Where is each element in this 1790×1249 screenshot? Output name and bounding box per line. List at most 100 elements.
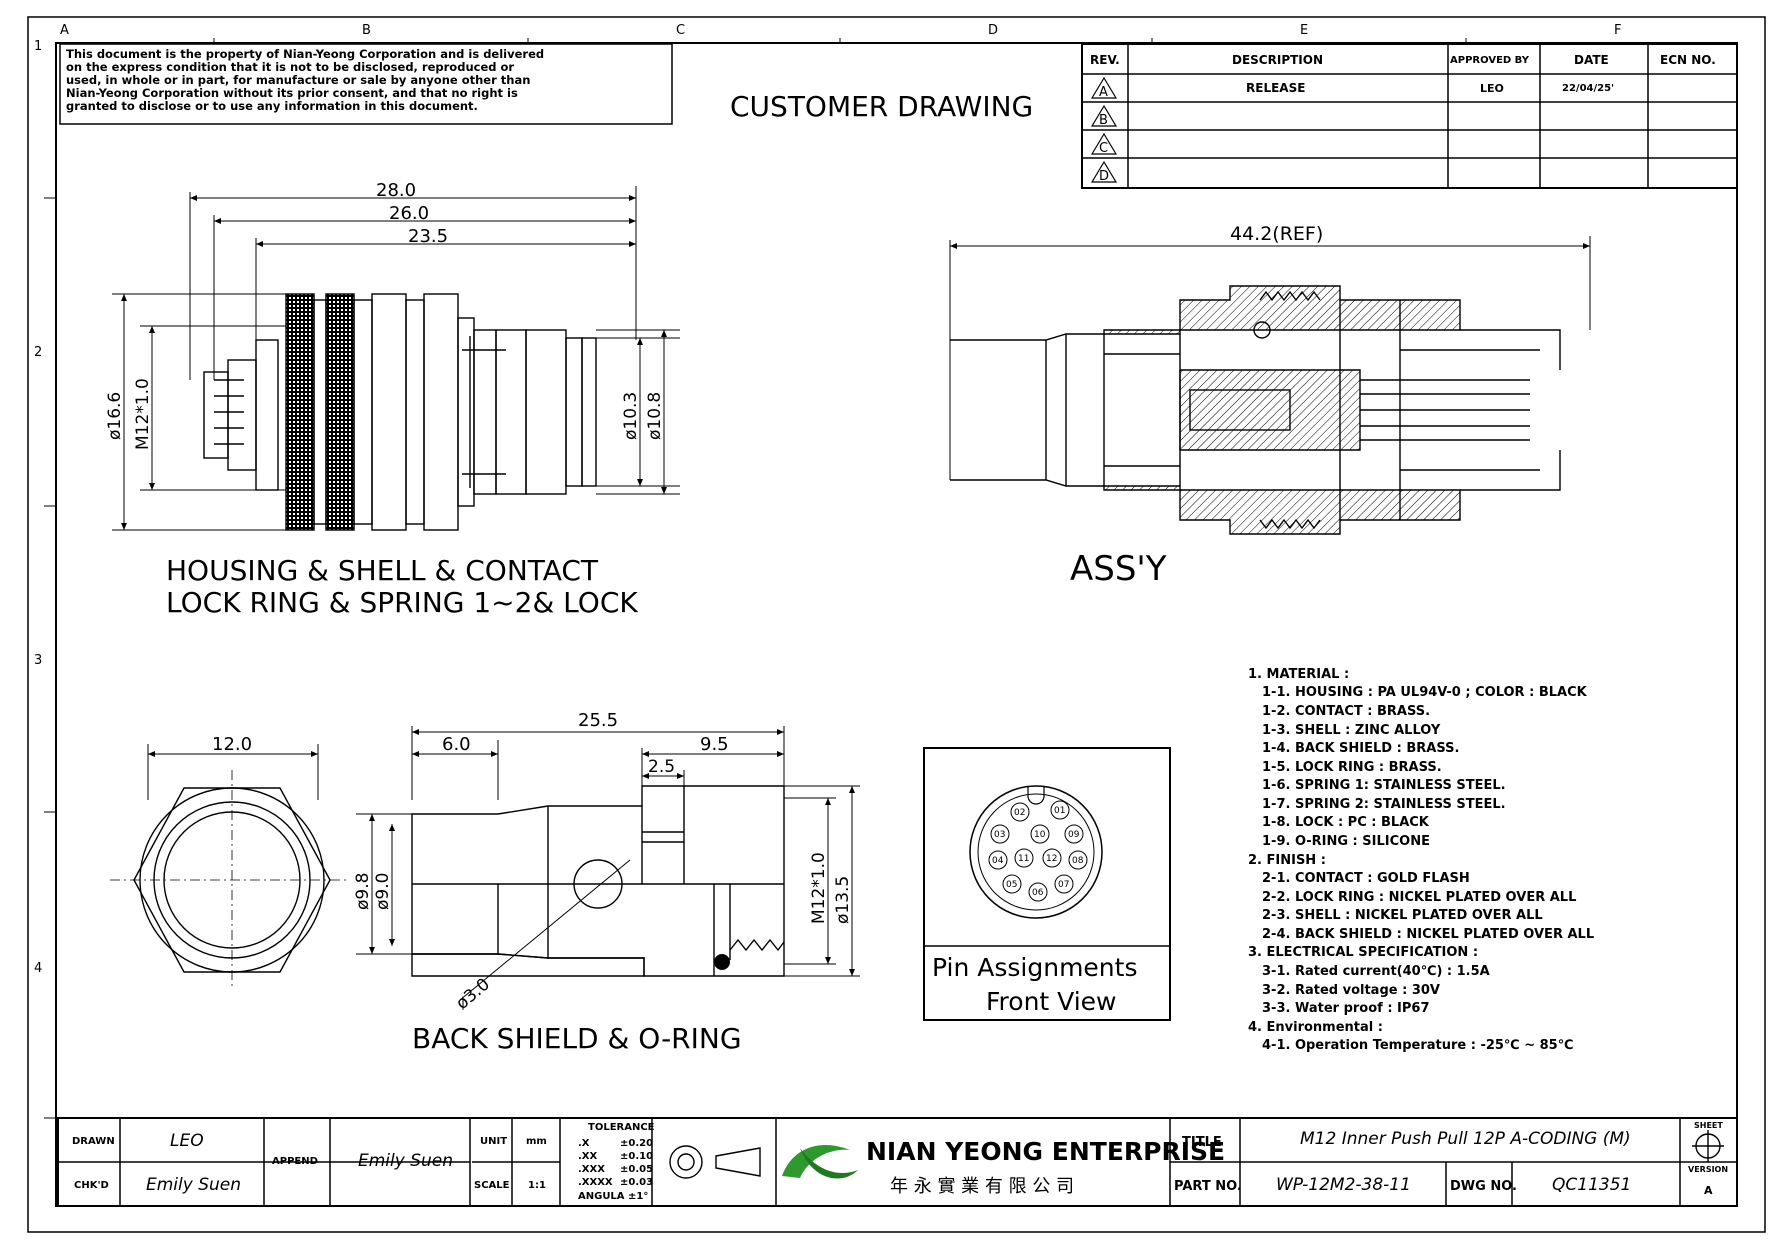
- assembly-body: [950, 285, 1561, 535]
- scale-value: 1:1: [528, 1180, 546, 1191]
- assembly-dim-44-2: 44.2(REF): [1230, 223, 1323, 245]
- note-13: 2-3. SHELL : NICKEL PLATED OVER ALL: [1262, 908, 1543, 923]
- pin-11: 11: [1014, 848, 1034, 868]
- rev-c-letter: C: [1099, 141, 1108, 156]
- tol-key-2: .XXX: [578, 1164, 605, 1175]
- pin-01: 01: [1050, 800, 1070, 820]
- unit-value: mm: [526, 1136, 547, 1147]
- tol-val-1: ±0.10: [620, 1151, 653, 1162]
- dim-dia-3: ø3.0: [452, 974, 494, 1013]
- rev-row-d: D: [1090, 160, 1118, 184]
- note-5: 1-5. LOCK RING : BRASS.: [1262, 760, 1442, 775]
- pin-05: 05: [1002, 874, 1022, 894]
- zone-col-e: E: [1300, 23, 1308, 38]
- zone-col-a: A: [60, 23, 69, 38]
- rev-row-a: A RELEASE LEO 22/04/25': [1090, 76, 1614, 100]
- note-0: 1. MATERIAL :: [1248, 667, 1349, 682]
- zone-col-b: B: [362, 23, 371, 38]
- note-17: 3-2. Rated voltage : 30V: [1262, 983, 1440, 998]
- dim-m12: M12*1.0: [133, 378, 153, 450]
- zone-row-2: 2: [34, 345, 42, 360]
- pin-08: 08: [1068, 850, 1088, 870]
- rev-header-ecn: ECN NO.: [1660, 53, 1716, 67]
- dim-dia-13-5: ø13.5: [833, 876, 853, 924]
- rev-header-rev: REV.: [1090, 53, 1120, 67]
- note-7: 1-7. SPRING 2: STAINLESS STEEL.: [1262, 797, 1506, 812]
- hex-nut-view: 12.0: [110, 734, 350, 990]
- note-2: 1-2. CONTACT : BRASS.: [1262, 704, 1430, 719]
- note-12: 2-2. LOCK RING : NICKEL PLATED OVER ALL: [1262, 890, 1576, 905]
- version-value: A: [1704, 1184, 1713, 1197]
- dwg-label: DWG NO.: [1450, 1179, 1517, 1194]
- housing-body: [203, 293, 597, 531]
- svg-text:08: 08: [1072, 856, 1084, 866]
- housing-view: 28.0 26.0 23.5 ø16.6 M12*1.0 ø10.3 ø10.8: [105, 180, 680, 619]
- svg-text:09: 09: [1068, 830, 1080, 840]
- zone-col-d: D: [988, 23, 998, 38]
- dim-dia-9-8: ø9.8: [353, 873, 373, 910]
- zone-row-4: 4: [34, 961, 42, 976]
- note-6: 1-6. SPRING 1: STAINLESS STEEL.: [1262, 778, 1506, 793]
- note-20: 4-1. Operation Temperature : -25℃ ~ 85℃: [1262, 1038, 1573, 1053]
- note-15: 3. ELECTRICAL SPECIFICATION :: [1248, 945, 1478, 960]
- pin-03: 03: [990, 824, 1010, 844]
- dim-dia-10-3: ø10.3: [621, 392, 641, 440]
- rev-a-letter: A: [1099, 85, 1108, 100]
- pin-caption-2: Front View: [986, 987, 1117, 1016]
- notice-line-3: used, in whole or in part, for manufactu…: [66, 73, 530, 87]
- dim-25-5: 25.5: [578, 710, 618, 731]
- note-16: 3-1. Rated current(40℃) : 1.5A: [1262, 964, 1490, 979]
- back-shield-view: 25.5 6.0 9.5 2.5 ø9.8 ø9.0 M12*1.0 ø13.5…: [353, 710, 860, 1055]
- header-title: CUSTOMER DRAWING: [730, 90, 1033, 123]
- part-value: WP-12M2-38-11: [1276, 1175, 1411, 1195]
- dim-9-5: 9.5: [700, 734, 729, 755]
- svg-text:05: 05: [1006, 880, 1017, 890]
- pin-09: 09: [1064, 824, 1084, 844]
- svg-text:01: 01: [1054, 806, 1065, 816]
- assembly-caption: ASS'Y: [1070, 549, 1167, 589]
- housing-caption-2: LOCK RING & SPRING 1~2& LOCK: [166, 586, 638, 619]
- append-value: Emily Suen: [358, 1151, 453, 1171]
- pin-assignment-view: 01 02 03 04 05 06 07 08 09 10 11 12 Pin …: [923, 747, 1171, 1021]
- zone-columns: A B C D E F: [60, 23, 1621, 44]
- dim-m12-shield: M12*1.0: [809, 852, 829, 924]
- back-shield-body: [411, 785, 785, 977]
- note-3: 1-3. SHELL : ZINC ALLOY: [1262, 723, 1441, 738]
- svg-text:06: 06: [1032, 888, 1044, 898]
- tol-val-4: ±1°: [628, 1191, 648, 1202]
- dim-26: 26.0: [389, 203, 429, 224]
- scale-label: SCALE: [474, 1180, 510, 1191]
- zone-row-1: 1: [34, 39, 42, 54]
- pin-grid: 01 02 03 04 05 06 07 08 09 10 11 12: [988, 800, 1088, 902]
- unit-label: UNIT: [480, 1136, 507, 1147]
- zone-row-3: 3: [34, 653, 42, 668]
- drawn-label: DRAWN: [72, 1136, 115, 1147]
- svg-text:02: 02: [1014, 808, 1025, 818]
- title-value: M12 Inner Push Pull 12P A-CODING (M): [1300, 1129, 1631, 1149]
- pin-06: 06: [1028, 882, 1048, 902]
- chkd-label: CHK'D: [74, 1180, 109, 1191]
- dwg-value: QC11351: [1552, 1175, 1631, 1195]
- note-18: 3-3. Water proof : IP67: [1262, 1001, 1430, 1016]
- tol-key-4: ANGULA: [578, 1191, 625, 1202]
- note-10: 2. FINISH :: [1248, 853, 1326, 868]
- notice-line-4: Nian-Yeong Corporation without its prior…: [66, 86, 518, 100]
- company-name: NIAN YEONG ENTERPRISE: [866, 1137, 1225, 1166]
- dim-23-5: 23.5: [408, 226, 448, 247]
- company-logo: NIAN YEONG ENTERPRISE 年 永 實 業 有 限 公 司: [782, 1137, 1225, 1197]
- rev-header-approved: APPROVED BY: [1450, 55, 1530, 66]
- version-label: VERSION: [1688, 1165, 1728, 1174]
- rev-header-description: DESCRIPTION: [1232, 53, 1323, 67]
- rev-b-letter: B: [1099, 113, 1108, 128]
- notice-line-2: on the express condition that it is not …: [66, 60, 514, 74]
- property-notice: This document is the property of Nian-Ye…: [59, 43, 673, 125]
- assembly-view: 44.2(REF) ASS'Y: [949, 223, 1591, 589]
- note-1: 1-1. HOUSING : PA UL94V-0 ; COLOR : BLAC…: [1262, 685, 1588, 700]
- housing-dims: 28.0 26.0 23.5 ø16.6 M12*1.0 ø10.3 ø10.8: [105, 180, 680, 531]
- part-label: PART NO.: [1174, 1179, 1242, 1194]
- svg-text:07: 07: [1058, 880, 1069, 890]
- svg-text:12: 12: [1046, 854, 1057, 864]
- rev-header-date: DATE: [1574, 53, 1609, 67]
- tol-key-3: .XXXX: [578, 1177, 613, 1188]
- rev-a-date: 22/04/25': [1562, 83, 1614, 94]
